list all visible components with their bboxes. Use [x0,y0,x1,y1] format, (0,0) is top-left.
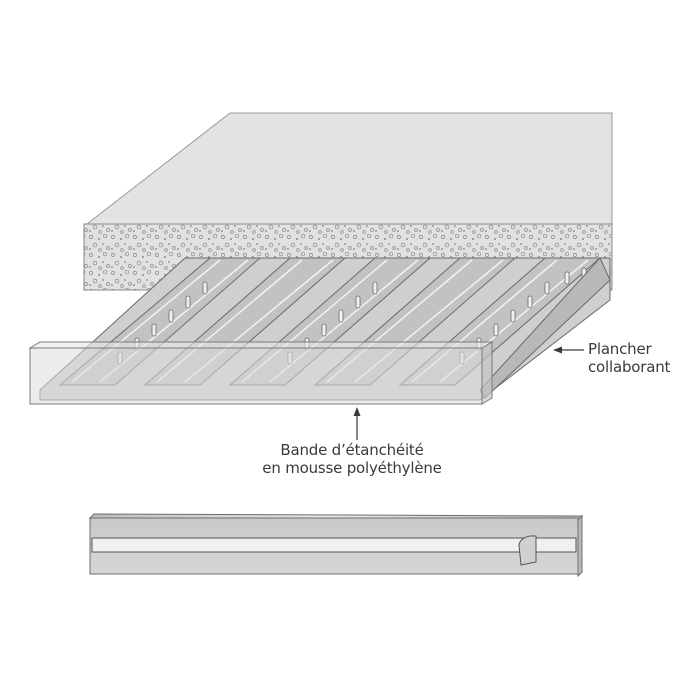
label-plancher-line1: Plancher [588,340,652,358]
label-plancher-line2: collaborant [588,358,671,376]
strip-end-face [577,514,583,578]
label-bande-etancheite: Bande d’étanchéité en mousse polyéthylèn… [232,441,472,477]
adhesive-liner [91,537,577,553]
leader-arrows [353,346,584,440]
arrow-plancher-head [553,346,562,354]
slab-top-surface [85,112,613,225]
foam-strip-product [88,513,584,578]
label-bande-line2: en mousse polyéthylène [262,459,442,477]
foam-strip-installed [28,341,494,405]
label-plancher-collaborant: Plancher collaborant [588,340,670,376]
arrow-bande-head [353,407,361,416]
label-bande-line1: Bande d’étanchéité [280,441,424,459]
peeled-liner-tab [518,535,537,566]
